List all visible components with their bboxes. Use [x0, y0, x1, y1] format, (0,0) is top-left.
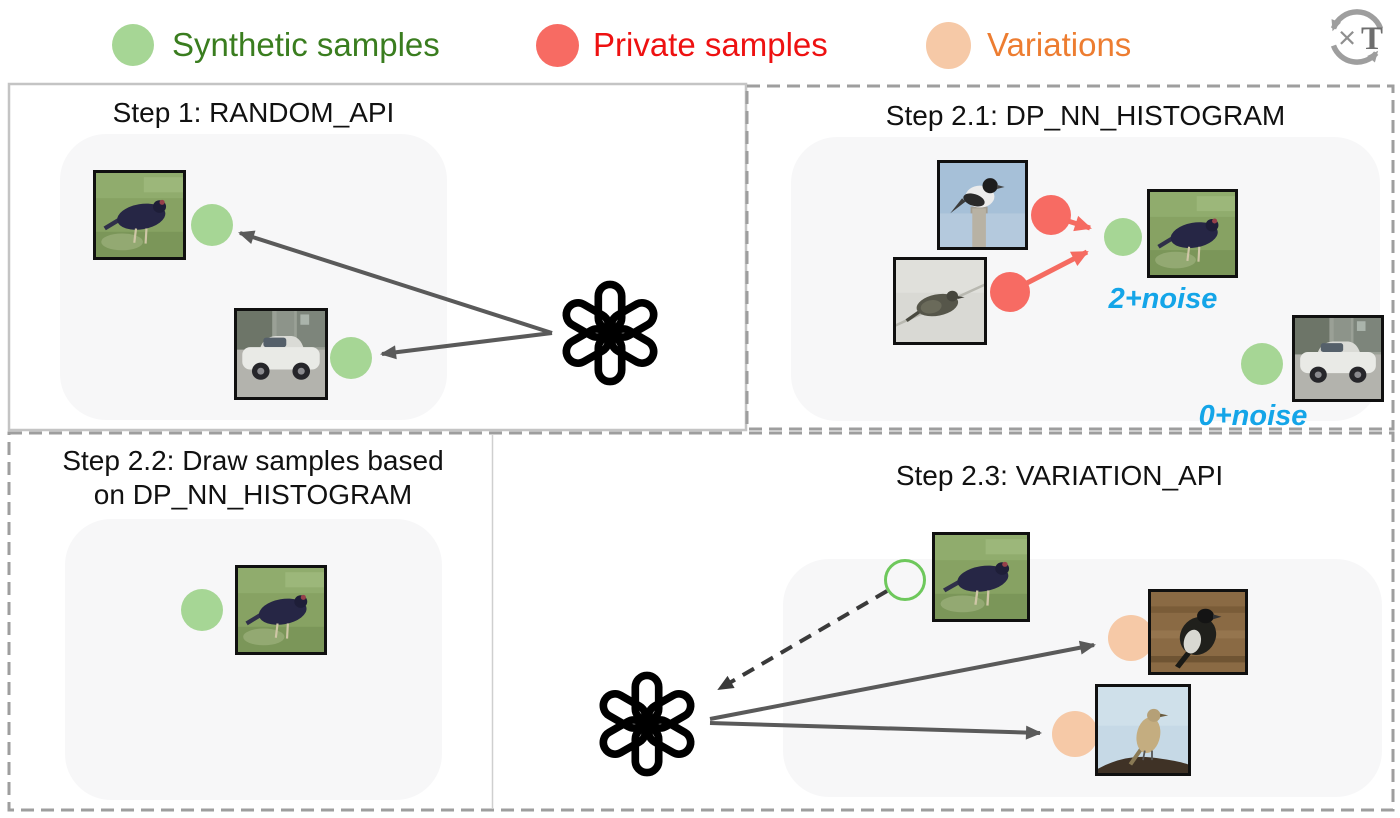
selected-synthetic-sample-circle — [884, 559, 926, 601]
sample-image-bird-branch — [1095, 684, 1191, 776]
sample-image-white-car — [1292, 315, 1384, 402]
private-sample-dot — [1031, 195, 1071, 235]
synthetic-sample-dot-selected — [1104, 218, 1142, 256]
step2-2-title: Step 2.2: Draw samples based on DP_NN_HI… — [38, 444, 468, 512]
step2-3-title: Step 2.3: VARIATION_API — [895, 460, 1224, 491]
synthetic-sample-dot — [330, 337, 372, 379]
legend-synthetic-label: Synthetic samples — [172, 26, 440, 63]
sample-image-bird-grass — [1147, 189, 1238, 278]
sample-image-bird-grass — [235, 565, 327, 655]
private-sample-dot — [990, 272, 1030, 312]
legend-private-label: Private samples — [593, 26, 828, 63]
step2-2-title-line2: on DP_NN_HISTOGRAM — [93, 479, 413, 510]
variation-sample-dot — [1052, 711, 1098, 757]
legend-private-dot — [536, 24, 579, 67]
step2-2-title-line1: Step 2.2: Draw samples based — [62, 445, 444, 476]
openai-api-logo — [556, 277, 664, 389]
openai-api-logo — [593, 668, 701, 780]
histogram-count-label-0: 0+noise — [1198, 400, 1308, 432]
sample-image-bird-wire — [893, 257, 987, 345]
no-training-icon: × T — [1318, 4, 1396, 72]
legend-variations-label: Variations — [987, 26, 1132, 63]
synthetic-sample-dot — [181, 589, 223, 631]
legend-synthetic-dot — [112, 24, 154, 66]
synthetic-sample-dot — [1241, 343, 1283, 385]
sample-image-bird-post — [937, 160, 1028, 250]
step2-2-canvas — [65, 519, 442, 800]
sample-image-bird-wood — [1148, 589, 1248, 675]
sample-image-bird-grass — [93, 170, 186, 260]
step2-3-canvas — [783, 559, 1382, 797]
legend-variations-dot — [926, 22, 971, 69]
sample-image-white-car — [234, 308, 328, 400]
histogram-count-label-2: 2+noise — [1108, 283, 1218, 315]
synthetic-sample-dot — [191, 204, 233, 246]
step1-title: Step 1: RANDOM_API — [112, 97, 395, 128]
step2-1-title: Step 2.1: DP_NN_HISTOGRAM — [885, 100, 1286, 131]
sample-image-bird-grass — [932, 532, 1030, 622]
no-training-cross-glyph: × — [1338, 20, 1356, 55]
no-training-t-glyph: T — [1361, 21, 1383, 57]
